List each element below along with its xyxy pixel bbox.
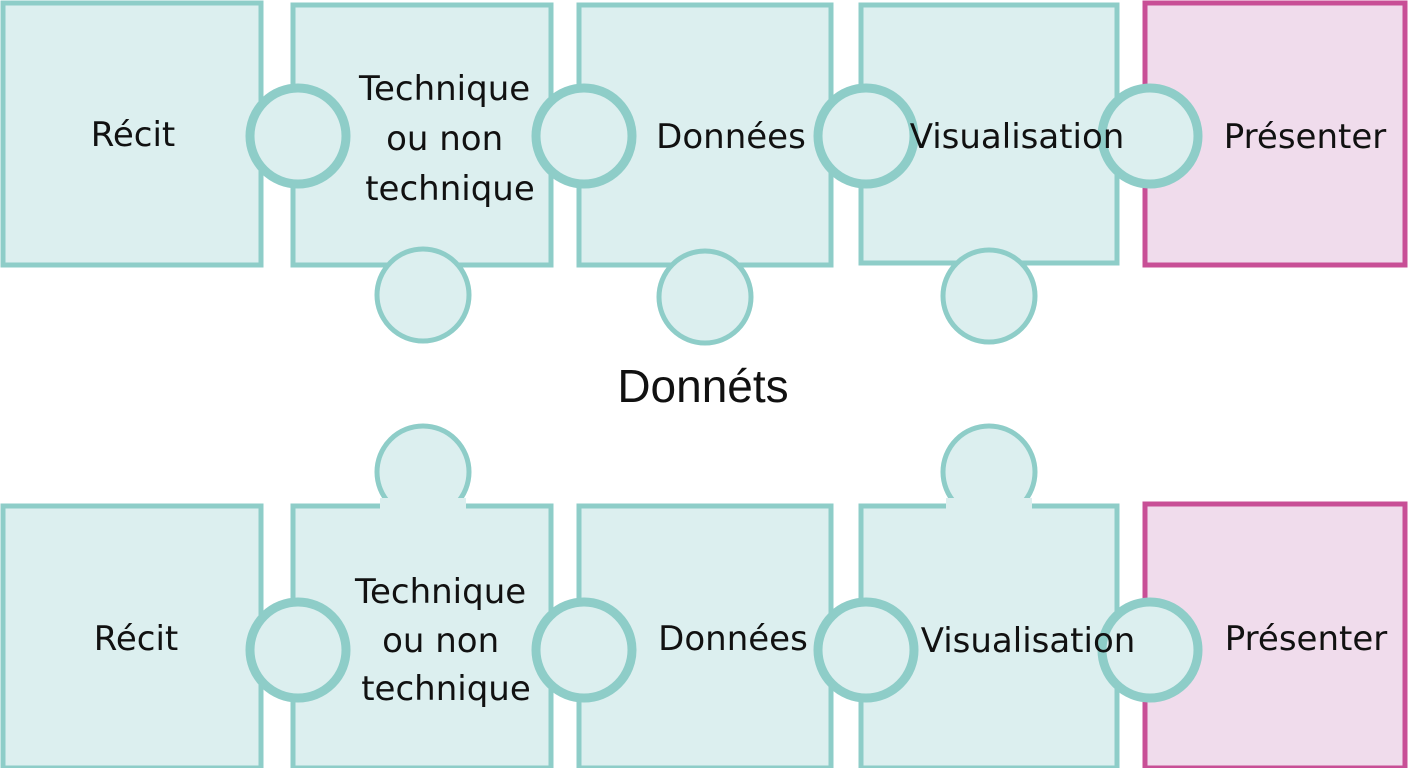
label-donnees: Données [656, 117, 806, 157]
puzzle-row-2: Récit Technique ou non technique Données… [0, 423, 1408, 768]
diagram-title: Donnéts [617, 360, 788, 412]
puzzle-piece-recit [0, 0, 264, 268]
puzzle-piece-technique [290, 2, 554, 344]
puzzle-piece-recit-2 [0, 503, 264, 768]
label-recit: Récit [91, 115, 176, 155]
label-recit-2: Récit [94, 619, 179, 659]
label-technique-2: Technique ou non technique [354, 572, 537, 709]
label-donnees-2: Données [658, 619, 808, 659]
label-visualisation: Visualisation [910, 117, 1125, 157]
label-presenter: Présenter [1224, 117, 1386, 157]
label-visualisation-2: Visualisation [921, 621, 1136, 661]
puzzle-row-1: Récit Technique ou non technique Données… [0, 0, 1408, 346]
label-technique: Technique ou non technique [358, 69, 541, 209]
label-presenter-2: Présenter [1225, 619, 1387, 659]
